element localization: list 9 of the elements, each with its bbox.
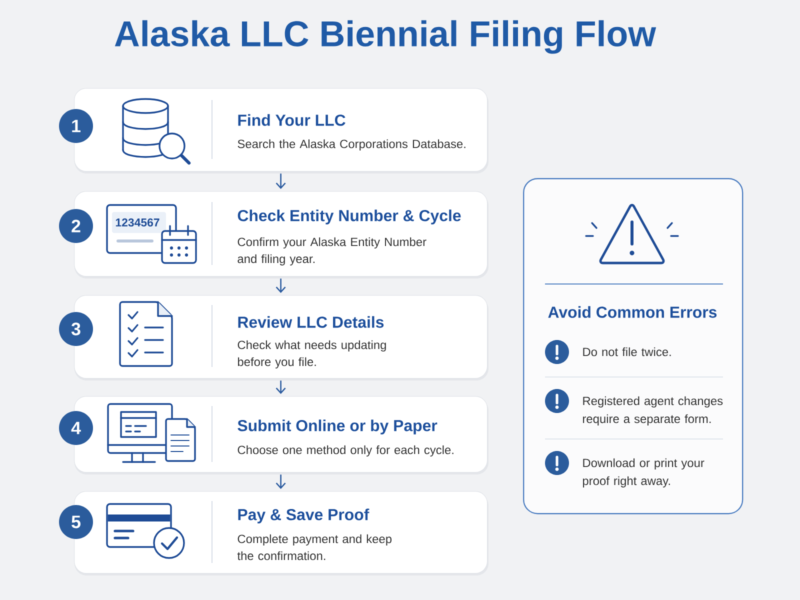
tip-text: Do not file twice. (583, 347, 671, 356)
panel-heading: Avoid Common Errors (548, 306, 717, 318)
arrow (276, 380, 286, 394)
tip-text: Registered agent changes require a separate form. (583, 396, 723, 426)
arrow (276, 474, 286, 489)
arrow (276, 278, 286, 293)
arrow (276, 174, 286, 189)
tip-text: Download or print your proof right away. (582, 458, 704, 488)
title: Alaska LLC Biennial Filing Flow (114, 20, 656, 54)
